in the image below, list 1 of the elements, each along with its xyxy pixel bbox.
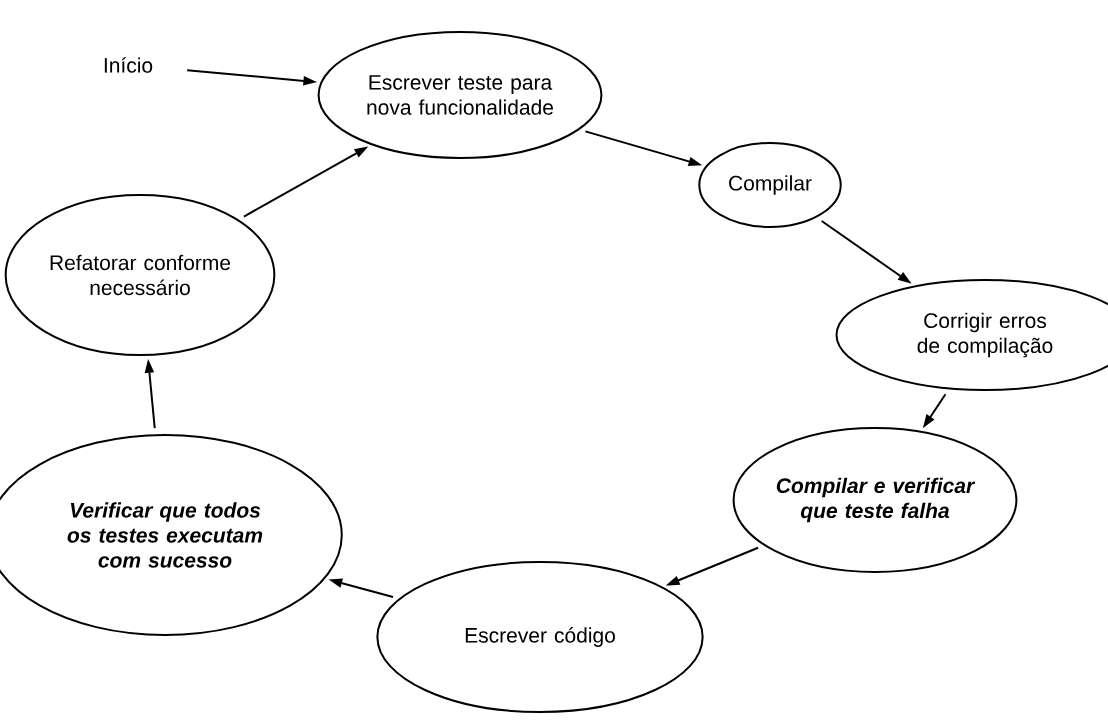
start-label: Início <box>104 57 153 73</box>
